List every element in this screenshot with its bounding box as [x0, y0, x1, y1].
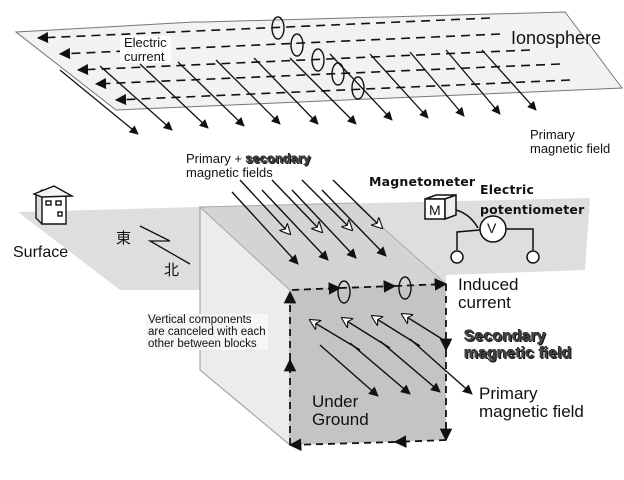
vertical-components-note: Vertical components are canceled with ea…: [146, 314, 268, 351]
surface-field-arrows: [231, 179, 387, 265]
primary-field-arrows-top: [59, 49, 537, 135]
block-front-face: [290, 284, 446, 445]
electric-current-label: Electric current: [120, 36, 171, 64]
surface-label: Surface: [13, 244, 69, 261]
surface-plane: [18, 207, 200, 290]
primary-secondary-suffix: magnetic fields: [186, 164, 273, 180]
block-field-arrows: [310, 314, 473, 397]
primary-field-top-label: Primary magnetic field: [530, 127, 611, 156]
loop-arrow-icon: [290, 33, 304, 57]
primary-field-bottom-label: Primary magnetic field: [479, 384, 584, 421]
house-icon: [32, 185, 75, 225]
secondary-field-label: Secondary magnetic field: [464, 328, 572, 362]
potentiometer-icon: [450, 209, 540, 264]
loop-arrow-icon: [337, 280, 351, 304]
induced-current-loop: [283, 278, 453, 451]
potentiometer-symbol: V: [487, 220, 497, 236]
loop-arrow-icon: [398, 276, 412, 300]
potentiometer-label: Electric potentiometer: [480, 182, 585, 217]
ionosphere-plane: [14, 11, 623, 111]
compass-north-label: 北: [164, 261, 180, 279]
loop-arrow-icon: [271, 16, 285, 40]
loop-arrow-icon: [331, 62, 345, 86]
magnetometer-symbol: M: [429, 202, 441, 218]
compass-icon: [139, 225, 191, 265]
loop-arrow-icons-ground: [337, 276, 412, 304]
loop-arrow-icons-ionosphere: [271, 16, 365, 100]
compass-east-label: 東: [116, 229, 132, 247]
loop-arrow-icon: [351, 76, 365, 100]
under-ground-label: Under Ground: [312, 392, 369, 429]
primary-secondary-prefix: Primary +: [186, 151, 246, 166]
magnetometer-label: Magnetometer: [369, 174, 476, 189]
secondary-emphasis: secondary: [245, 151, 311, 166]
ionosphere-label: Ionosphere: [511, 28, 602, 48]
induced-current-label: Induced current: [458, 275, 519, 312]
loop-arrow-icon: [311, 48, 325, 72]
magnetometer-icon: [424, 193, 457, 221]
